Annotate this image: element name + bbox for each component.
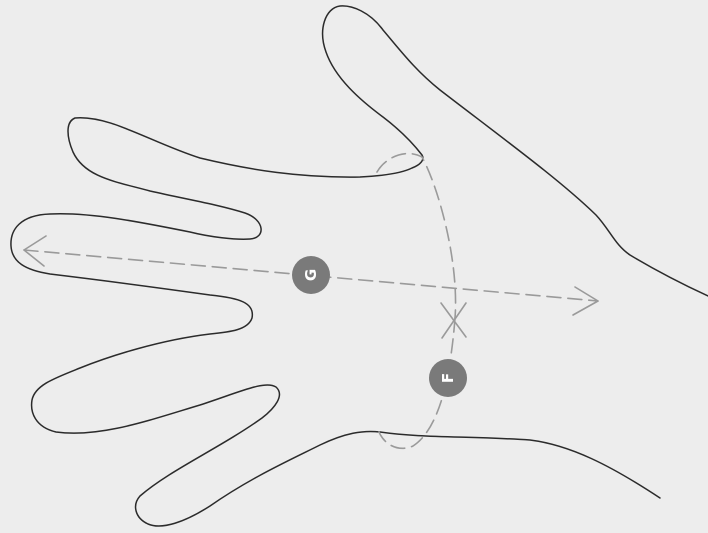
marker-f: F [429,359,467,397]
f-circumference-line-upper [377,154,456,318]
marker-g-label: G [302,269,320,281]
hand-outline [11,6,708,526]
marker-g: G [292,256,330,294]
marker-f-label: F [439,373,457,383]
